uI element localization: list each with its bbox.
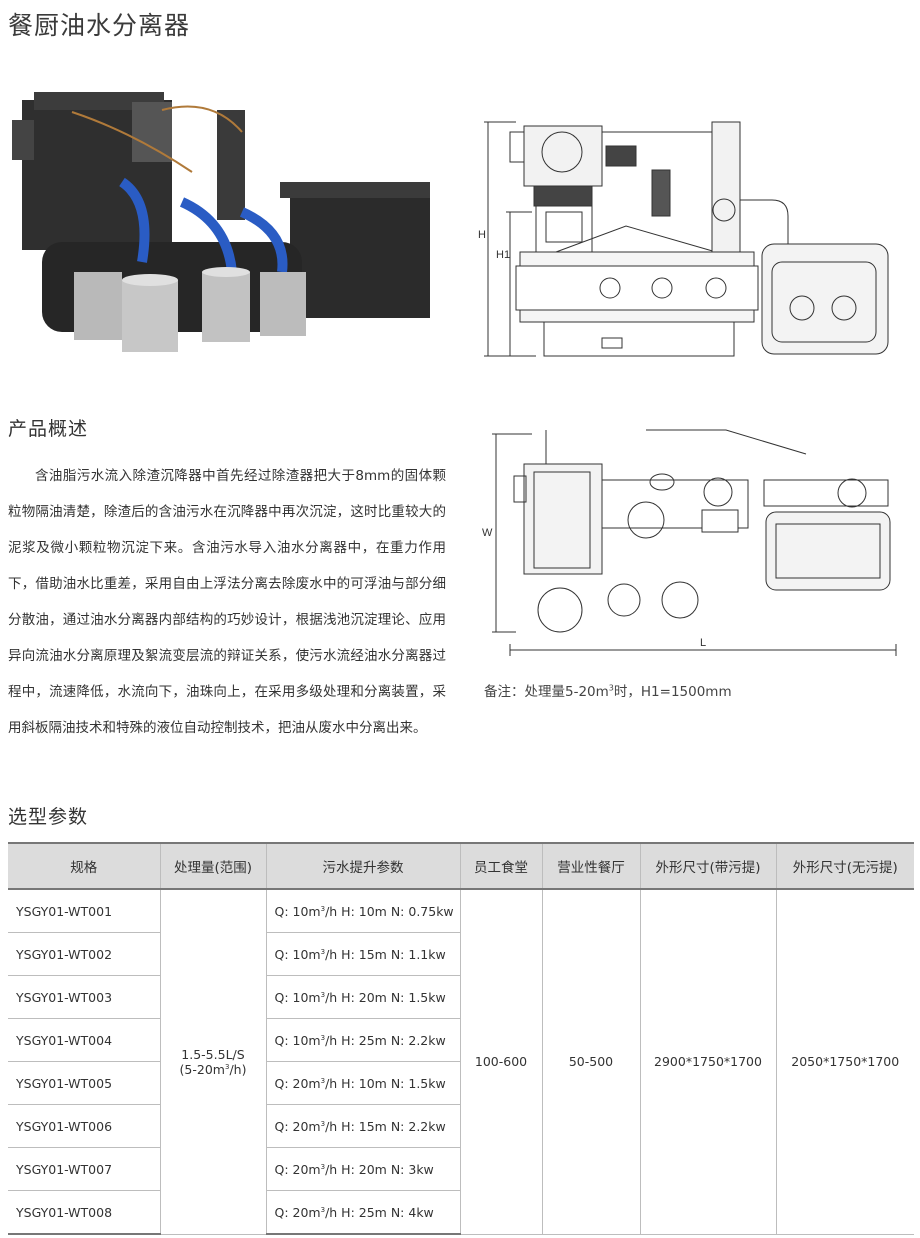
diagram-note: 备注：处理量5-20m3时，H1=1500mm — [484, 683, 732, 701]
width-label: W — [482, 527, 493, 539]
header-capacity: 处理量(范围) — [159, 842, 267, 890]
table-row: YSGY01-WT002 Q: 10m3/h H: 15m N: 1.1kw — [8, 932, 914, 976]
product-photo — [12, 92, 430, 352]
size-without-lift-cell: 2050*1750*1700 — [775, 888, 914, 1235]
model-cell: YSGY01-WT003 — [8, 975, 161, 1019]
model-cell: YSGY01-WT006 — [8, 1104, 161, 1148]
lift-params-cell: Q: 10m3/h H: 15m N: 1.1kw — [265, 932, 460, 976]
model-cell: YSGY01-WT007 — [8, 1147, 161, 1191]
table-row: YSGY01-WT004 Q: 10m3/h H: 25m N: 2.2kw — [8, 1018, 914, 1062]
model-cell: YSGY01-WT001 — [8, 888, 161, 933]
lift-params-cell: Q: 10m3/h H: 25m N: 2.2kw — [265, 1018, 460, 1062]
lift-params-cell: Q: 20m3/h H: 10m N: 1.5kw — [265, 1061, 460, 1105]
h1-label: H1 — [496, 249, 510, 261]
lift-params-cell: Q: 20m3/h H: 25m N: 4kw — [265, 1190, 460, 1235]
overview-heading: 产品概述 — [8, 418, 89, 440]
page-title: 餐厨油水分离器 — [8, 11, 191, 40]
plan-drawing: W L — [482, 429, 897, 656]
table-row: YSGY01-WT008 Q: 20m3/h H: 25m N: 4kw — [8, 1190, 914, 1235]
header-size-with-lift: 外形尺寸(带污提) — [639, 842, 777, 890]
spec-table: 规格 处理量(范围) 污水提升参数 员工食堂 营业性餐厅 外形尺寸(带污提) 外… — [8, 842, 914, 1235]
header-size-without-lift: 外形尺寸(无污提) — [775, 842, 914, 890]
lift-params-cell: Q: 20m3/h H: 15m N: 2.2kw — [265, 1104, 460, 1148]
params-heading: 选型参数 — [8, 806, 89, 828]
model-cell: YSGY01-WT005 — [8, 1061, 161, 1105]
overview-paragraph: 含油脂污水流入除渣沉降器中首先经过除渣器把大于8mm的固体颗粒物隔油清楚，除渣后… — [8, 468, 446, 736]
table-row: YSGY01-WT006 Q: 20m3/h H: 15m N: 2.2kw — [8, 1104, 914, 1148]
table-row: YSGY01-WT001 1.5-5.5L/S(5-20m3/h) Q: 10m… — [8, 888, 914, 1235]
lift-params-cell: Q: 20m3/h H: 20m N: 3kw — [265, 1147, 460, 1191]
size-with-lift-cell: 2900*1750*1700 — [639, 888, 777, 1235]
staff-canteen-cell: 100-600 — [459, 888, 543, 1235]
model-cell: YSGY01-WT002 — [8, 932, 161, 976]
table-row: YSGY01-WT005 Q: 20m3/h H: 10m N: 1.5kw — [8, 1061, 914, 1105]
table-header-row: 规格 处理量(范围) 污水提升参数 员工食堂 营业性餐厅 外形尺寸(带污提) 外… — [8, 842, 914, 890]
length-label: L — [700, 637, 706, 649]
header-model: 规格 — [8, 842, 161, 890]
header-restaurant: 营业性餐厅 — [541, 842, 641, 890]
model-cell: YSGY01-WT004 — [8, 1018, 161, 1062]
table-row: YSGY01-WT003 Q: 10m3/h H: 20m N: 1.5kw — [8, 975, 914, 1019]
header-staff-canteen: 员工食堂 — [459, 842, 543, 890]
header-lift-params: 污水提升参数 — [265, 842, 461, 890]
capacity-cell: 1.5-5.5L/S(5-20m3/h) — [159, 888, 267, 1235]
elevation-drawing: H H1 — [478, 121, 889, 357]
model-cell: YSGY01-WT008 — [8, 1190, 161, 1235]
table-row: YSGY01-WT007 Q: 20m3/h H: 20m N: 3kw — [8, 1147, 914, 1191]
lift-params-cell: Q: 10m3/h H: 10m N: 0.75kw — [265, 888, 461, 933]
height-label: H — [478, 229, 486, 241]
lift-params-cell: Q: 10m3/h H: 20m N: 1.5kw — [265, 975, 460, 1019]
restaurant-cell: 50-500 — [541, 888, 641, 1235]
